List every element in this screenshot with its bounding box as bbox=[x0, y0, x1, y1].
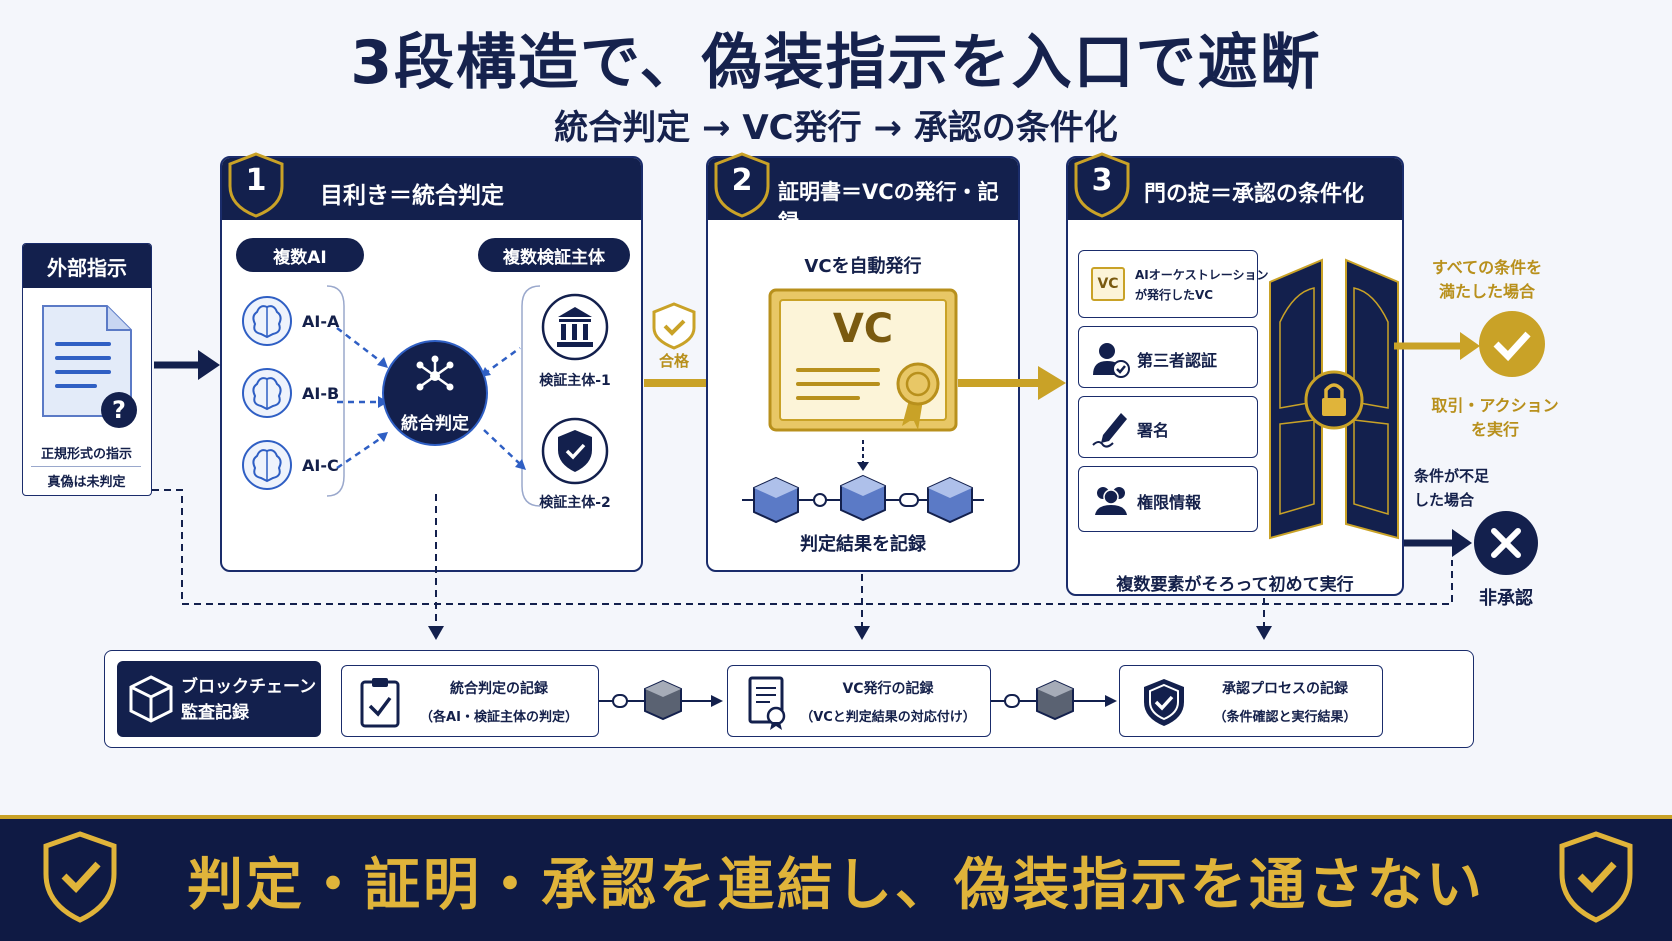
condition-label: AIオーケストレーション が発行したVC bbox=[1135, 268, 1269, 302]
external-header: 外部指示 bbox=[23, 244, 151, 288]
condition-label: 第三者認証 bbox=[1137, 351, 1218, 370]
chain-link-1 bbox=[599, 679, 723, 721]
external-instruction-box: 外部指示 ? 正規形式の指示 真偽は未判定 bbox=[22, 243, 152, 496]
audit-record: VC発行の記録 （VCと判定結果の対応付け） bbox=[727, 665, 991, 737]
pass-label: 合格 bbox=[658, 352, 689, 370]
pen-signature-icon bbox=[1092, 413, 1127, 448]
hub-label: 統合判定 bbox=[401, 414, 469, 434]
ai-label: AI-B bbox=[302, 384, 340, 403]
success-action: 取引・アクション を実行 bbox=[1431, 396, 1559, 439]
arrow-to-stage1 bbox=[154, 350, 220, 380]
stage3-footer: 複数要素がそろって初めて実行 bbox=[1116, 575, 1354, 595]
stage2-number: 2 bbox=[731, 163, 753, 198]
audit-record-detail: （VCと判定結果の対応付け） bbox=[800, 710, 976, 725]
success-arrow bbox=[1394, 311, 1545, 377]
stage2-badge bbox=[714, 152, 770, 218]
brain-icon bbox=[242, 296, 292, 346]
brain-icon bbox=[242, 440, 292, 490]
stage3-title: 門の掟＝承認の条件化 bbox=[1144, 182, 1365, 207]
record-label: 判定結果を記録 bbox=[800, 534, 926, 555]
auto-issue-label: VCを自動発行 bbox=[804, 256, 922, 277]
audit-record-title: 統合判定の記録 bbox=[450, 681, 548, 697]
arrow-to-stage3 bbox=[958, 366, 1066, 400]
external-line1: 正規形式の指示 bbox=[40, 447, 132, 462]
stage3-badge bbox=[1074, 152, 1130, 218]
stage1-panel: 目利き＝統合判定 複数AI 複数検証主体 AI-A bbox=[220, 156, 643, 572]
banner-text: 判定・証明・承認を連結し、偽装指示を通さない bbox=[187, 853, 1485, 918]
hub-circle bbox=[382, 340, 488, 446]
success-condition: すべての条件を 満たした場合 bbox=[1431, 258, 1543, 301]
condition-label: 署名 bbox=[1137, 421, 1170, 440]
stage1-number: 1 bbox=[245, 163, 267, 198]
group-users-icon bbox=[1095, 487, 1127, 515]
vc-badge-icon: VC bbox=[1091, 267, 1125, 301]
stage3-panel: 門の掟＝承認の条件化 VC AIオーケストレーション が発行したVC 第三者認証… bbox=[1066, 156, 1404, 596]
condition-authority: 権限情報 bbox=[1078, 466, 1258, 532]
failure-result: 非承認 bbox=[1479, 588, 1533, 609]
stage1-badge bbox=[228, 152, 284, 218]
stage3-number: 3 bbox=[1091, 163, 1113, 198]
page-title: 3段構造で、偽装指示を入口で遮断 bbox=[350, 28, 1322, 98]
audit-connectors bbox=[152, 489, 1453, 640]
audit-record-title: 承認プロセスの記録 bbox=[1222, 681, 1348, 697]
shield-check-icon bbox=[43, 831, 117, 923]
stage2-panel: 証明書＝VCの発行・記録 VCを自動発行 VC 判定結果を記録 bbox=[706, 156, 1020, 572]
audit-record-detail: （各AI・検証主体の判定） bbox=[420, 710, 578, 725]
vc-certificate-icon bbox=[768, 288, 958, 432]
audit-record-detail: （条件確認と実行結果） bbox=[1213, 710, 1357, 725]
multi-ai-pill: 複数AI bbox=[236, 238, 364, 272]
ai-label: AI-C bbox=[302, 456, 339, 475]
gate-lock-icon bbox=[1269, 258, 1399, 540]
bottom-banner bbox=[0, 815, 1672, 941]
vc-cert-text: VC bbox=[832, 306, 894, 352]
shield-check-icon bbox=[1144, 679, 1184, 726]
chain-link-2 bbox=[991, 679, 1117, 721]
ai-label: AI-A bbox=[302, 312, 340, 331]
bank-icon bbox=[541, 293, 609, 361]
clipboard-check-icon bbox=[360, 678, 400, 728]
document-question-icon: ? bbox=[42, 305, 137, 428]
failure-arrow bbox=[1404, 511, 1538, 575]
stage2-title: 証明書＝VCの発行・記録 bbox=[778, 180, 999, 234]
certificate-doc-icon bbox=[748, 676, 786, 730]
person-check-icon bbox=[1093, 343, 1130, 378]
block-cube-icon bbox=[129, 675, 173, 723]
condition-vc: VC AIオーケストレーション が発行したVC bbox=[1078, 250, 1269, 318]
audit-record: 統合判定の記録 （各AI・検証主体の判定） bbox=[341, 665, 599, 737]
brain-icon bbox=[242, 368, 292, 418]
audit-title: ブロックチェーン 監査記録 bbox=[181, 677, 317, 723]
shield-check-icon bbox=[1559, 831, 1633, 923]
svg-text:?: ? bbox=[112, 396, 126, 424]
audit-bar: ブロックチェーン 監査記録 統合判定の記録 （各AI・検証主体の判定） VC発行… bbox=[104, 650, 1474, 748]
audit-record: 承認プロセスの記録 （条件確認と実行結果） bbox=[1119, 665, 1383, 737]
condition-signature: 署名 bbox=[1078, 396, 1258, 458]
stage1-header: 目利き＝統合判定 bbox=[222, 158, 641, 220]
page-subtitle: 統合判定 → VC発行 → 承認の条件化 bbox=[554, 108, 1118, 148]
multi-verifier-pill: 複数検証主体 bbox=[478, 238, 630, 272]
blockchain-chain-icon bbox=[742, 440, 984, 524]
shield-check-icon bbox=[541, 417, 609, 485]
verifier-label: 検証主体-1 bbox=[539, 373, 611, 389]
condition-third-party: 第三者認証 bbox=[1078, 326, 1258, 388]
condition-label: 権限情報 bbox=[1137, 493, 1202, 512]
audit-record-title: VC発行の記録 bbox=[842, 681, 934, 697]
failure-condition: 条件が不足 した場合 bbox=[1414, 467, 1490, 509]
audit-title-box: ブロックチェーン 監査記録 bbox=[117, 661, 321, 737]
verifier-label: 検証主体-2 bbox=[539, 495, 611, 511]
external-line2: 真偽は未判定 bbox=[47, 475, 126, 490]
stage1-title: 目利き＝統合判定 bbox=[320, 183, 504, 209]
